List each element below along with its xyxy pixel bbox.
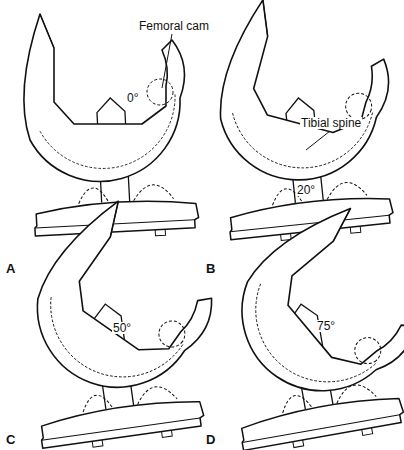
angle-label: 20° bbox=[296, 184, 316, 196]
leader-line bbox=[162, 34, 172, 88]
angle-label: 75° bbox=[316, 320, 336, 332]
leader-line bbox=[306, 131, 330, 150]
panel-letter: A bbox=[6, 262, 15, 275]
angle-label: 50° bbox=[112, 322, 132, 334]
panel-letter: D bbox=[206, 433, 215, 446]
part-name: Femoral cam bbox=[138, 20, 210, 32]
angle-label: 0° bbox=[126, 92, 139, 104]
panel-letter: C bbox=[6, 433, 15, 446]
panel-letter: B bbox=[206, 262, 215, 275]
part-name: Tibial spine bbox=[300, 117, 362, 129]
